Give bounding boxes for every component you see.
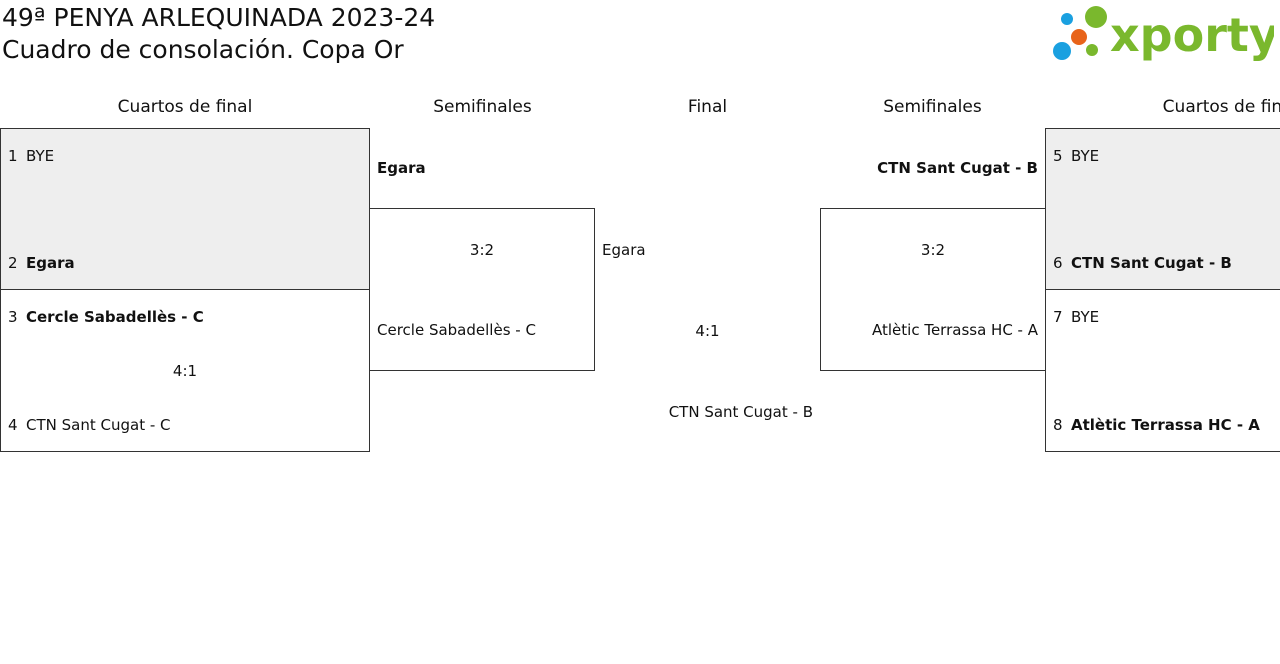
qf-left-match-2-score: 4:1: [172, 362, 198, 380]
team-name-winner: Atlètic Terrassa HC - A: [1071, 416, 1260, 434]
team-name-winner: Egara: [26, 254, 75, 272]
column-header-final: Final: [687, 97, 728, 117]
team-name: BYE: [26, 147, 55, 165]
team-name: CTN Sant Cugat - C: [26, 416, 171, 434]
sf-right-team-b: Atlètic Terrassa HC - A: [872, 321, 1038, 339]
sf-left-match[interactable]: [369, 208, 595, 371]
column-header-qf-right: Cuartos de final: [1162, 97, 1280, 117]
team-name: BYE: [1071, 308, 1100, 326]
qf-right-match-1-team-a: 5 BYE: [1053, 146, 1099, 166]
seed-number: 3: [8, 308, 18, 326]
logo-wordmark: xporty: [1110, 8, 1274, 62]
tournament-title: 49ª PENYA ARLEQUINADA 2023-24: [2, 3, 436, 32]
qf-right-match-2-team-b: 8 Atlètic Terrassa HC - A: [1053, 415, 1260, 435]
column-header-qf-left: Cuartos de final: [117, 97, 253, 117]
team-name-winner: Cercle Sabadellès - C: [26, 308, 204, 326]
xporty-logo[interactable]: xporty: [1052, 4, 1279, 68]
team-name-winner: CTN Sant Cugat - B: [1071, 254, 1232, 272]
sf-right-score: 3:2: [920, 241, 946, 259]
sf-left-score: 3:2: [469, 241, 495, 259]
qf-right-match-1[interactable]: [1045, 128, 1280, 290]
bracket-subtitle: Cuadro de consolación. Copa Or: [2, 35, 404, 64]
qf-right-match-1-team-b: 6 CTN Sant Cugat - B: [1053, 253, 1232, 273]
team-name: BYE: [1071, 147, 1100, 165]
qf-left-match-1-team-b: 2 Egara: [8, 253, 75, 273]
seed-number: 5: [1053, 147, 1063, 165]
qf-left-match-2-team-a: 3 Cercle Sabadellès - C: [8, 307, 204, 327]
sf-left-team-b: Cercle Sabadellès - C: [377, 321, 536, 339]
qf-left-match-2-team-b: 4 CTN Sant Cugat - C: [8, 415, 171, 435]
sf-right-match[interactable]: [820, 208, 1046, 371]
seed-number: 6: [1053, 254, 1063, 272]
sf-left-team-a: Egara: [377, 159, 426, 177]
qf-right-match-2-team-a: 7 BYE: [1053, 307, 1099, 327]
qf-left-match-1-team-a: 1 BYE: [8, 146, 54, 166]
seed-number: 2: [8, 254, 18, 272]
seed-number: 4: [8, 416, 18, 434]
seed-number: 7: [1053, 308, 1063, 326]
seed-number: 8: [1053, 416, 1063, 434]
final-score: 4:1: [695, 322, 720, 340]
xporty-logo-icon: xporty: [1053, 6, 1279, 62]
qf-right-match-2[interactable]: [1045, 289, 1280, 452]
sf-right-team-a: CTN Sant Cugat - B: [877, 159, 1038, 177]
column-header-sf-left: Semifinales: [433, 97, 532, 117]
qf-left-match-1[interactable]: [0, 128, 370, 290]
column-header-sf-right: Semifinales: [883, 97, 982, 117]
final-team-b: CTN Sant Cugat - B: [668, 403, 813, 421]
final-team-a: Egara: [602, 241, 646, 259]
seed-number: 1: [8, 147, 18, 165]
